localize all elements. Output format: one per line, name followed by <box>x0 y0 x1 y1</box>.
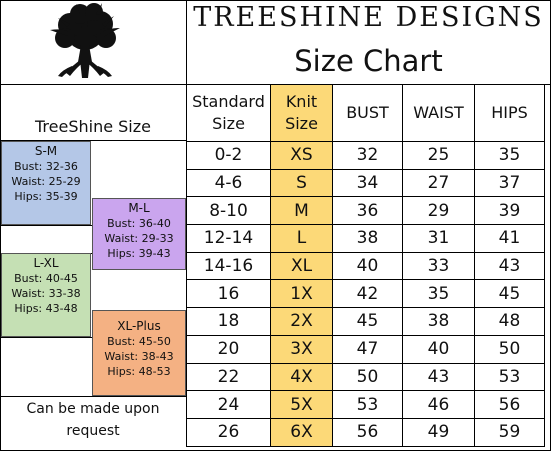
standard-size-cell: 8-10 <box>186 196 271 226</box>
col-knit-size: Knit Size <box>270 84 333 142</box>
table-header-row: Standard Size Knit Size BUST WAIST HIPS <box>186 84 545 142</box>
knit-size-cell: M <box>270 196 333 226</box>
bust-cell: 47 <box>332 334 403 364</box>
col-waist: WAIST <box>402 84 475 142</box>
knit-size-cell: 4X <box>270 362 333 392</box>
left-divider <box>0 396 186 397</box>
treeshine-size-label: TreeShine Size <box>35 117 151 136</box>
waist-cell: 35 <box>402 279 475 309</box>
knit-size-cell: 3X <box>270 334 333 364</box>
bust-cell: 42 <box>332 279 403 309</box>
treeshine-size-ml: M-L Bust: 36-40 Waist: 29-33 Hips: 39-43 <box>92 198 186 270</box>
treeshine-size-lxl: L-XL Bust: 40-45 Waist: 33-38 Hips: 43-4… <box>1 253 91 337</box>
hips-cell: 48 <box>474 307 545 336</box>
standard-size-cell: 26 <box>186 417 271 447</box>
header-divider <box>186 0 187 84</box>
bust-cell: 32 <box>332 141 403 170</box>
page-title: Size Chart <box>294 44 443 78</box>
col-hips: HIPS <box>474 84 545 142</box>
hips-cell: 56 <box>474 390 545 419</box>
knit-size-cell: 6X <box>270 417 333 447</box>
col-standard-size: Standard Size <box>186 84 271 142</box>
standard-size-cell: 14-16 <box>186 251 271 281</box>
standard-size-cell: 4-6 <box>186 168 271 198</box>
knit-size-cell: S <box>270 168 333 198</box>
waist-cell: 33 <box>402 251 475 281</box>
hips-cell: 35 <box>474 141 545 170</box>
treeshine-size-xlplus: XL-Plus Bust: 45-50 Waist: 38-43 Hips: 4… <box>92 310 186 396</box>
hips-cell: 39 <box>474 196 545 226</box>
knit-size-cell: 2X <box>270 307 333 336</box>
knit-size-cell: XL <box>270 251 333 281</box>
bust-cell: 56 <box>332 417 403 447</box>
hips-cell: 53 <box>474 362 545 392</box>
bust-cell: 38 <box>332 224 403 253</box>
standard-size-cell: 18 <box>186 307 271 336</box>
waist-cell: 46 <box>402 390 475 419</box>
standard-size-cell: 22 <box>186 362 271 392</box>
hips-cell: 37 <box>474 168 545 198</box>
knit-size-cell: XS <box>270 141 333 170</box>
treeshine-size-sm: S-M Bust: 32-36 Waist: 25-29 Hips: 35-39 <box>1 141 91 225</box>
size-table: Standard Size Knit Size BUST WAIST HIPS … <box>186 84 545 447</box>
hips-cell: 41 <box>474 224 545 253</box>
hips-cell: 59 <box>474 417 545 447</box>
tree-logo-icon <box>50 3 120 78</box>
waist-cell: 40 <box>402 334 475 364</box>
standard-size-cell: 0-2 <box>186 141 271 170</box>
waist-cell: 43 <box>402 362 475 392</box>
treeshine-size-heading: TreeShine Size <box>0 84 186 141</box>
knit-size-cell: 5X <box>270 390 333 419</box>
standard-size-cell: 20 <box>186 334 271 364</box>
custom-request-note: Can be made upon request <box>26 401 160 439</box>
knit-size-cell: L <box>270 224 333 253</box>
knit-size-cell: 1X <box>270 279 333 309</box>
bust-cell: 53 <box>332 390 403 419</box>
bust-cell: 45 <box>332 307 403 336</box>
waist-cell: 38 <box>402 307 475 336</box>
brand-name: TREESHINE DESIGNS <box>193 2 544 33</box>
bust-cell: 40 <box>332 251 403 281</box>
standard-size-cell: 12-14 <box>186 224 271 253</box>
standard-size-cell: 16 <box>186 279 271 309</box>
waist-cell: 31 <box>402 224 475 253</box>
hips-cell: 50 <box>474 334 545 364</box>
bust-cell: 34 <box>332 168 403 198</box>
bust-cell: 50 <box>332 362 403 392</box>
bust-cell: 36 <box>332 196 403 226</box>
col-bust: BUST <box>332 84 403 142</box>
hips-cell: 45 <box>474 279 545 309</box>
standard-size-cell: 24 <box>186 390 271 419</box>
waist-cell: 29 <box>402 196 475 226</box>
hips-cell: 43 <box>474 251 545 281</box>
waist-cell: 27 <box>402 168 475 198</box>
waist-cell: 25 <box>402 141 475 170</box>
waist-cell: 49 <box>402 417 475 447</box>
